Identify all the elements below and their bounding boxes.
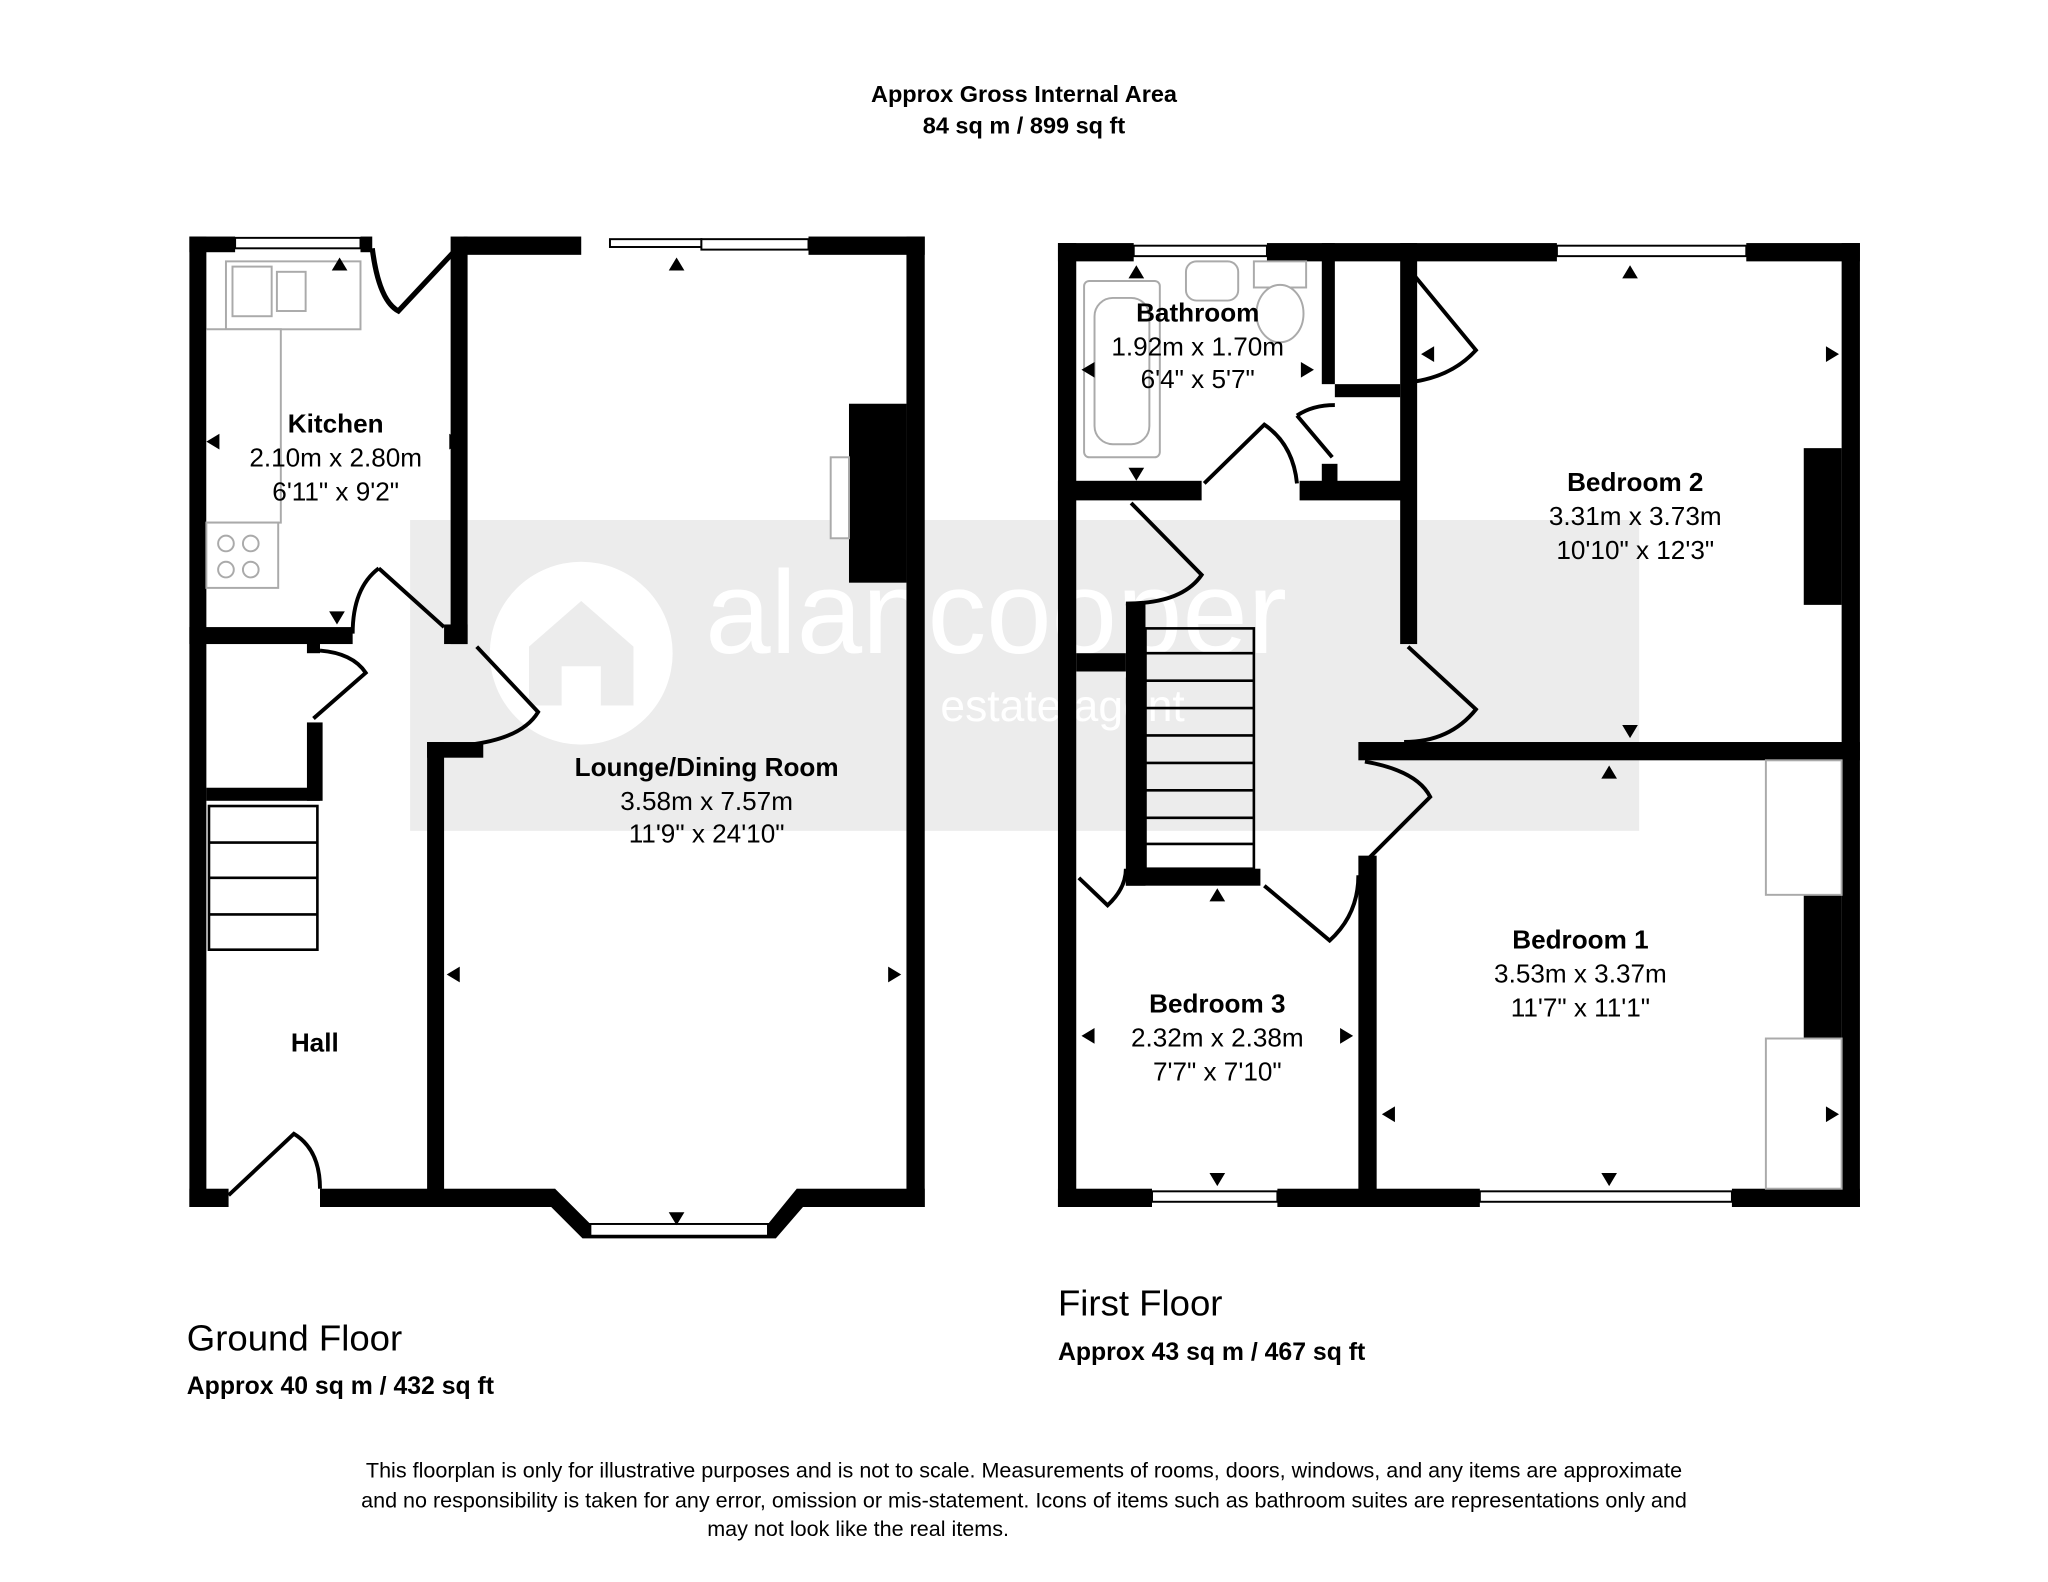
disclaimer-line-2: and no responsibility is taken for any e… [361,1487,1687,1512]
room-metric: 2.10m x 2.80m [249,442,422,472]
first-floor-walls [1057,243,1860,1207]
room-imperial: 7'7" x 7'10" [1153,1056,1282,1086]
room-name: Bedroom 1 [1512,924,1648,954]
room-bathroom: Bathroom 1.92m x 1.70m 6'4" x 5'7" [1111,297,1284,394]
room-metric: 2.32m x 2.38m [1131,1022,1304,1052]
disclaimer-line-1: This floorplan is only for illustrative … [366,1457,1682,1482]
room-imperial: 10'10" x 12'3" [1556,535,1714,565]
room-name: Hall [291,1028,339,1058]
ground-floor-walls [189,236,925,1239]
room-bedroom-3: Bedroom 3 2.32m x 2.38m 7'7" x 7'10" [1131,988,1304,1086]
room-bedroom-1: Bedroom 1 3.53m x 3.37m 11'7" x 11'1" [1494,924,1667,1022]
room-metric: 3.58m x 7.57m [620,786,793,816]
room-metric: 3.53m x 3.37m [1494,958,1667,988]
room-name: Kitchen [288,408,384,438]
ground-floor-area: Approx 40 sq m / 432 sq ft [187,1373,494,1400]
ground-floor-title: Ground Floor [187,1318,402,1359]
room-imperial: 6'4" x 5'7" [1141,364,1255,394]
header-area: 84 sq m / 899 sq ft [923,112,1126,138]
room-hall: Hall [291,1028,339,1058]
room-metric: 3.31m x 3.73m [1549,501,1722,531]
room-lounge-dining: Lounge/Dining Room 3.58m x 7.57m 11'9" x… [575,752,839,849]
room-kitchen: Kitchen 2.10m x 2.80m 6'11" x 9'2" [249,408,422,506]
room-imperial: 6'11" x 9'2" [272,476,399,506]
watermark-brand: alancooper [705,547,1287,678]
room-name: Bedroom 3 [1149,988,1285,1018]
room-imperial: 11'7" x 11'1" [1511,992,1650,1022]
room-imperial: 11'9" x 24'10" [629,819,785,849]
room-metric: 1.92m x 1.70m [1111,331,1284,361]
room-bedroom-2: Bedroom 2 3.31m x 3.73m 10'10" x 12'3" [1549,467,1722,565]
first-floor-area: Approx 43 sq m / 467 sq ft [1058,1339,1365,1366]
room-name: Bedroom 2 [1567,467,1703,497]
room-name: Bathroom [1136,297,1259,327]
header-title: Approx Gross Internal Area [871,81,1178,107]
room-name: Lounge/Dining Room [575,752,839,782]
disclaimer-line-3: may not look like the real items. [707,1516,1009,1541]
watermark: alancooper estate agent [410,519,1640,831]
first-floor-title: First Floor [1058,1282,1223,1323]
